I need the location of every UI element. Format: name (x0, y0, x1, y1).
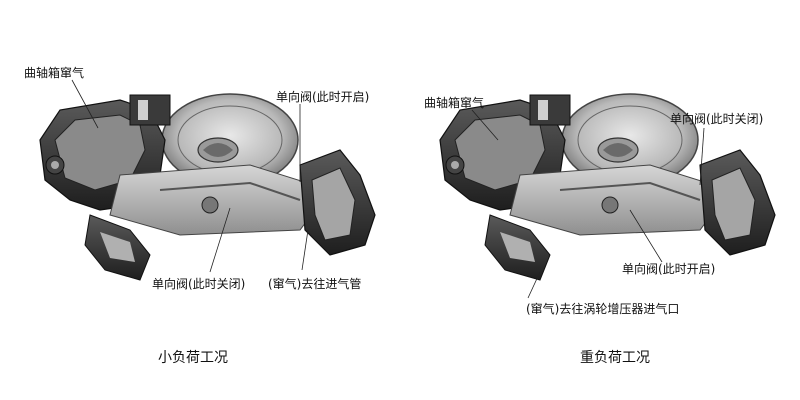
panel-heavy-load: 曲轴箱窜气 单向阀(此时关闭) 单向阀(此时开启) (窜气)去往涡轮增压器进气口… (400, 0, 800, 400)
check-valve-open-label: 单向阀(此时开启) (622, 262, 716, 276)
check-valve-open-label: 单向阀(此时开启) (276, 90, 370, 104)
engine-module-illustration (39, 79, 376, 281)
panel-light-load: 曲轴箱窜气 单向阀(此时开启) 单向阀(此时关闭) (窜气)去往进气管 小负荷工… (24, 66, 376, 366)
engine-module-illustration (439, 93, 776, 299)
outlet-intake-pipe-label: (窜气)去往进气管 (268, 277, 362, 291)
heavy-load-caption: 重负荷工况 (580, 350, 650, 366)
outlet-turbo-intake-label: (窜气)去往涡轮增压器进气口 (526, 302, 680, 316)
check-valve-closed-label: 单向阀(此时关闭) (670, 112, 764, 126)
light-load-caption: 小负荷工况 (158, 350, 228, 366)
check-valve-closed-label: 单向阀(此时关闭) (152, 277, 246, 291)
crankcase-vent-label: 曲轴箱窜气 (424, 96, 485, 110)
crankcase-vent-label: 曲轴箱窜气 (24, 66, 85, 80)
